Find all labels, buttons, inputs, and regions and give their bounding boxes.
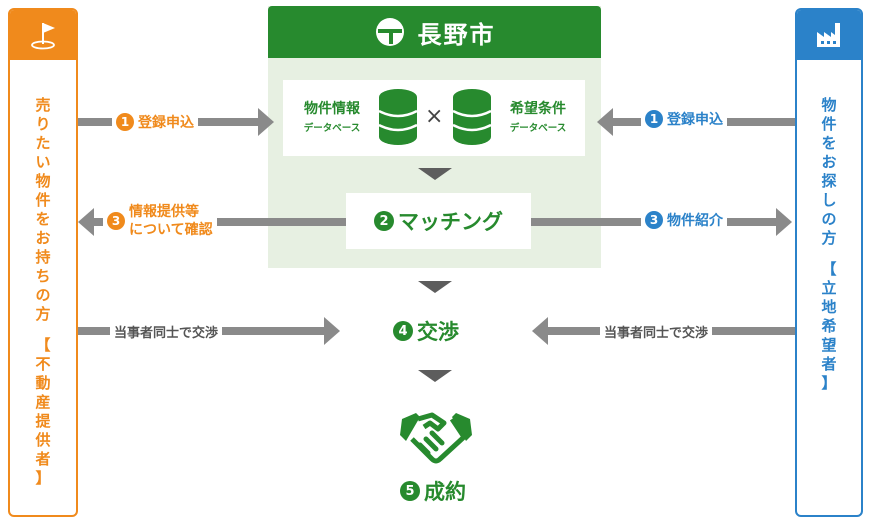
- seller-title-char: ち: [35, 267, 51, 285]
- preference-db-line1: 希望条件: [510, 101, 566, 117]
- times-operator: ×: [425, 104, 444, 129]
- step-3-right-text: 物件紹介: [667, 213, 723, 229]
- arrow-head: [258, 108, 274, 136]
- preference-db-line2: データベース: [509, 123, 567, 134]
- city-header: 長野市: [268, 6, 601, 58]
- down-arrow: [418, 370, 452, 382]
- step-3-left-label: 3 情報提供等 について確認: [103, 200, 217, 242]
- arrow-head: [324, 317, 340, 345]
- seller-title-char: い: [35, 153, 51, 171]
- step-3-left-line1: 情報提供等: [129, 204, 199, 220]
- seller-column-header: [10, 10, 76, 60]
- seeker-title-char: お: [821, 153, 837, 171]
- seeker-column: 物件をお探しの方【立地希望者】: [795, 8, 863, 517]
- step-4: 4 交渉: [393, 316, 459, 346]
- arrow-head: [597, 108, 613, 136]
- seeker-title-char: の: [821, 210, 837, 228]
- seeker-subtitle-char: 】: [821, 374, 837, 392]
- seeker-subtitle-char: 地: [821, 298, 837, 316]
- step-1-left-text: 登録申込: [138, 115, 194, 131]
- arrow-shaft: [94, 218, 346, 226]
- step-1-left-label: 1 登録申込: [112, 109, 198, 135]
- seller-title-char: た: [35, 134, 51, 152]
- step-5: 5 成約: [400, 476, 466, 506]
- seller-title-char: 売: [35, 96, 51, 114]
- step-2: 2 マッチング: [374, 206, 503, 236]
- property-db-line1: 物件情報: [304, 101, 360, 117]
- seller-column: 売りたい物件をお持ちの方【不動産提供者】: [8, 8, 78, 517]
- seeker-title-char: 物: [821, 96, 837, 114]
- city-name: 長野市: [417, 20, 496, 49]
- step-1-right-text: 登録申込: [667, 112, 723, 128]
- property-db-line2: データベース: [303, 123, 361, 134]
- handshake-icon: [400, 412, 472, 464]
- seller-title-char: 方: [35, 305, 51, 323]
- seller-subtitle-char: 提: [35, 412, 51, 430]
- seeker-title-char: 探: [821, 172, 837, 190]
- property-db-label: 物件情報 データベース: [293, 98, 371, 134]
- seller-subtitle-char: 動: [35, 374, 51, 392]
- seller-title-char: 物: [35, 172, 51, 190]
- step-3-left-line2: について確認: [129, 222, 213, 238]
- city-emblem-icon: [375, 18, 404, 46]
- step-1-left-number: 1: [116, 113, 134, 131]
- step-1-right-label: 1 登録申込: [641, 105, 727, 133]
- seller-title-char: 持: [35, 248, 51, 266]
- arrow-head: [532, 317, 548, 345]
- seller-title-char: を: [35, 210, 51, 228]
- seller-subtitle-char: 不: [35, 355, 51, 373]
- seeker-subtitle-char: 希: [821, 317, 837, 335]
- step-3-left-number: 3: [107, 212, 125, 230]
- seller-title-char: お: [35, 229, 51, 247]
- seller-title-char: り: [35, 115, 51, 133]
- seller-subtitle-char: 】: [35, 469, 51, 487]
- step-4-number: 4: [393, 321, 413, 341]
- seller-subtitle-char: 【: [35, 336, 51, 354]
- seller-title-char: 件: [35, 191, 51, 209]
- seeker-subtitle-char: 立: [821, 279, 837, 297]
- step-2-number: 2: [374, 211, 394, 231]
- step-5-label: 成約: [424, 480, 466, 504]
- step-3-left-text: 情報提供等 について確認: [129, 203, 213, 239]
- seller-title-char: の: [35, 286, 51, 304]
- step-5-number: 5: [400, 481, 420, 501]
- step-4-label: 交渉: [417, 320, 459, 344]
- seller-vertical-title: 売りたい物件をお持ちの方【不動産提供者】: [10, 96, 76, 488]
- arrow-head: [776, 208, 792, 236]
- matching-box: 2 マッチング: [346, 193, 531, 249]
- seeker-title-char: し: [821, 191, 837, 209]
- database-icon: [452, 89, 492, 145]
- arrow-head: [78, 208, 94, 236]
- database-panel: [283, 80, 585, 156]
- seller-subtitle-char: 者: [35, 450, 51, 468]
- step-2-label: マッチング: [398, 210, 503, 234]
- down-arrow: [418, 281, 452, 293]
- seeker-vertical-title: 物件をお探しの方【立地希望者】: [797, 96, 861, 393]
- seller-subtitle-char: 供: [35, 431, 51, 449]
- seeker-subtitle-char: 【: [821, 260, 837, 278]
- seeker-title-char: を: [821, 134, 837, 152]
- down-arrow: [418, 168, 452, 180]
- preference-db-label: 希望条件 データベース: [499, 98, 577, 134]
- negotiation-left-label: 当事者同士で交渉: [110, 318, 223, 344]
- flag-icon: [31, 23, 55, 50]
- factory-icon: [817, 23, 840, 47]
- seeker-column-header: [797, 10, 861, 60]
- seller-subtitle-char: 産: [35, 393, 51, 411]
- database-icon: [378, 89, 418, 145]
- step-3-right-number: 3: [645, 211, 663, 229]
- step-3-right-label: 3 物件紹介: [641, 206, 727, 234]
- seeker-subtitle-char: 望: [821, 336, 837, 354]
- negotiation-right-label: 当事者同士で交渉: [600, 318, 713, 344]
- step-1-right-number: 1: [645, 110, 663, 128]
- seeker-subtitle-char: 者: [821, 355, 837, 373]
- seeker-title-char: 件: [821, 115, 837, 133]
- seeker-title-char: 方: [821, 229, 837, 247]
